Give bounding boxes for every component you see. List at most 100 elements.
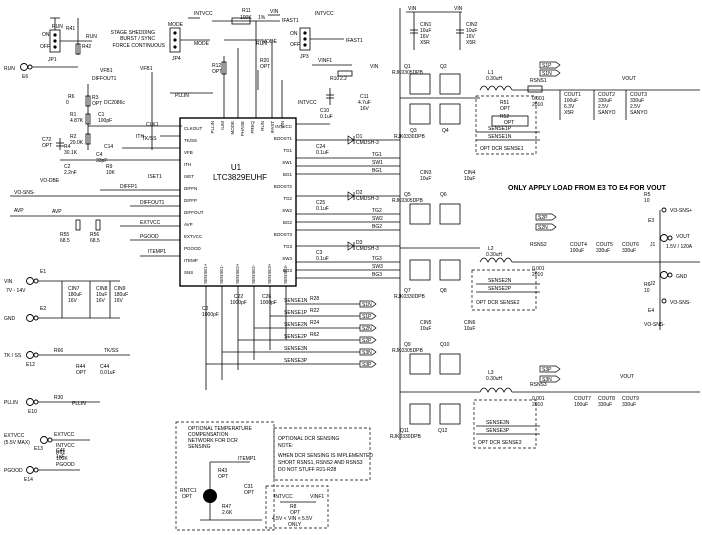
cout1-voltage: 6.3V [564,104,575,110]
diffp-net: DIFFP1 [120,184,137,190]
run-pin-label: RUN [256,41,267,47]
r8-ref: R8 [290,504,297,510]
gnd-left-label: GND [4,316,16,322]
vosns-minus-terminal[interactable]: VO-SNS- E4 [648,298,691,314]
rsns3-pkg: 2010 [532,402,543,408]
s2p-flag: S2P [362,338,372,344]
r11-tol: 1% [258,15,266,21]
cin2-type: X5R [466,40,476,46]
cout1-type: X5R [564,110,574,116]
r61-value: 100K [56,456,68,462]
run-jumper-off: OFF [40,44,50,50]
clk1-net: CLK1 [146,122,159,128]
pgood-terminal[interactable]: PGOOD E14 [4,466,80,484]
phase-1: Q1 RJK0305DPB Q2 Q3 RJK0330DPB Q4 L1 0.3… [392,61,700,155]
c2-value: 2.2nF [64,170,77,176]
ic-pin-left-12: SNS [184,270,193,275]
s3n-flag: S3N [362,350,372,356]
cin6-ref: CIN6 [464,320,476,326]
intvcc-ifast: INTVCC [315,11,334,17]
c7-ref: CIN7 [68,286,80,292]
sense2p-net: SENSE2P [284,334,308,340]
r8-opt: OPT [290,510,300,516]
r47-ref: R47 [222,504,231,510]
cout7-v: 100uF [574,402,588,408]
vin-terminal[interactable]: VIN E1 7V - 14V [4,269,120,294]
c-sense-1: C2 [202,306,209,312]
c9-ref: CIN9 [114,286,126,292]
extvcc-terminal[interactable]: EXTVCC (5.5V MAX) E13 [4,433,90,452]
sense3n-net: SENSE3N [284,346,308,352]
ic-pin-bottom-1: SENSE1- [219,264,224,284]
dcr-sense-1-box [475,95,537,155]
c11-voltage: 16V [360,106,370,112]
r51-ref: R51 [500,100,509,106]
ic-pin-left-7: DIFFOUT [184,210,204,215]
bg1-net: BG1 [372,168,382,174]
r-run-ref: R41 [66,26,75,32]
vo-dbe-label: VO-DBE [40,178,60,184]
ic-pin-top-7: VIN [280,121,285,129]
cin5-ref: CIN5 [420,320,432,326]
rsns1-pkg: 2010 [532,102,543,108]
vosns-plus-terminal[interactable]: VO-SNS+ E3 [648,207,692,224]
cout6-ref: COUT6 [622,242,639,248]
d1-ref: D1 [356,134,363,140]
tkss-terminal[interactable]: TK / SS E12 [4,351,130,369]
pgood-net-right: PGOOD [56,462,75,468]
note-line-5: DO NOT STUFF R21-R28 [278,467,336,473]
s1n-flag: S1N [362,302,372,308]
c9-voltage: 16V [114,298,124,304]
c44-ref: C44 [100,364,109,370]
pllin-terminal[interactable]: PLLIN E10 [4,398,100,416]
intvcc-pgood: INTVCC [56,443,75,449]
l2-value: 0.30uH [486,252,503,258]
sw3-net: SW3 [372,264,383,270]
tg3-net: TG3 [372,256,382,262]
vin-terminal-e: E1 [40,269,46,275]
vout-terminal[interactable]: VOUT J1 1.5V / 120A [650,234,693,250]
ic-pin-right-12: BG3 [283,268,293,273]
gate-drive-area: TG1 SW1 BG1 TG2 SW2 BG2 TG3 SW3 BG3 D1 C… [296,123,400,279]
extvcc-net-right: EXTVCC [54,432,75,438]
r4-ref: R4 [64,144,71,150]
vin-top-label: VIN [370,64,379,70]
r43-ref: R43 [218,468,227,474]
s3p-out: S3P [542,367,552,373]
c10-ref: C10 [320,108,329,114]
ifast-on: ON [290,31,298,37]
q11-ref: Q11 [400,428,409,434]
tkss-terminal-e: E12 [26,362,35,368]
cin1-voltage: 16V [420,34,430,40]
cin1-ref: CIN1 [420,22,432,28]
rsns2-ref: RSNS2 [530,242,547,248]
re-r6v: 10 [644,288,650,294]
gnd-terminal-right[interactable]: GND J2 [650,271,688,288]
cout5-ref: COUT5 [596,242,613,248]
ic-pin-bottom-3: SENSE2- [251,264,256,284]
d2-ref: D2 [356,190,363,196]
gnd-terminal-left[interactable]: GND E2 [4,306,120,322]
vinf1-box: VINF1 [310,494,324,500]
note-line-4: SHORT RSNS1, RSNS2 AND RSNS3 [278,460,363,466]
q1-ref: Q1 [404,64,411,70]
bg3-net: BG3 [372,272,382,278]
vinf1-label: VINF1 [318,58,332,64]
r56-value: 68.5 [90,238,100,244]
sense3n-out: SENSE3N [486,420,510,426]
gnd-right-j: J2 [650,281,656,287]
vosns-left: VO-SNS- [14,190,35,196]
r11-ref: R11 [242,8,251,14]
cin2-ref: CIN2 [466,22,478,28]
vosns-minus-e: E4 [648,308,654,314]
q2-ref: Q2 [440,64,447,70]
run-terminal[interactable]: RUN E6 [4,63,78,81]
intvcc-box: INTVCC [274,494,293,500]
r44-opt: OPT [76,370,86,376]
l1-ref: L1 [488,70,494,76]
c46-value: 1uF [56,454,65,460]
c8-value: 10uF [96,292,107,298]
vosns-plus-e: E3 [648,218,654,224]
r20-ref: R20 [260,58,269,64]
